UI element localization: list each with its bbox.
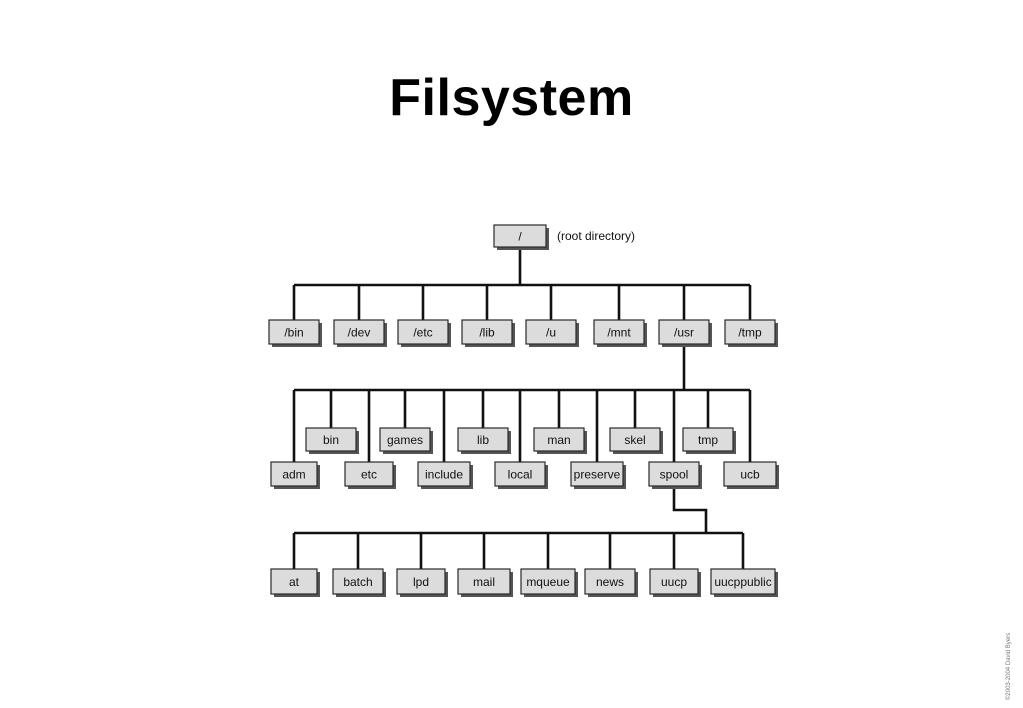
node-label: local [508,468,533,482]
spool-trunk [672,486,708,533]
node-box [457,568,511,595]
node-label: skel [624,433,645,447]
dir-node-local: local [494,461,548,489]
node-label: man [547,433,570,447]
node-box [461,319,513,345]
node-label: lib [477,433,489,447]
node-box [533,427,585,452]
node-label: news [596,575,624,589]
dir-node-mnt: /mnt [593,319,647,347]
node-label: mail [473,575,495,589]
node-label: at [289,575,300,589]
node-label: uucp [661,575,687,589]
node-box [609,427,661,452]
dir-node-preserve: preserve [570,461,626,489]
node-label: spool [660,468,689,482]
dir-node-at: at [270,568,320,597]
dir-node-etc: etc [344,461,396,489]
dir-node-games: games [379,427,433,454]
node-box [270,568,318,595]
node-label: /bin [284,326,303,340]
node-label: tmp [698,433,718,447]
node-box [593,319,645,345]
page-title: Filsystem [389,69,634,127]
node-box [397,319,449,345]
dir-node-tmp: tmp [682,427,736,454]
dir-node-include: include [417,461,473,489]
node-box [268,319,320,345]
node-label: /tmp [738,326,762,340]
node-box [332,568,384,595]
node-box [658,319,710,345]
dir-node-mail: mail [457,568,513,597]
dir-node-news: news [584,568,638,597]
dir-node-bin: /bin [268,319,322,347]
node-label: etc [361,468,377,482]
tree-nodes: / /bin/dev/etc/lib/u/mnt/usr/tmp bin games l… [268,224,779,597]
node-box [417,461,471,487]
node-box [648,461,700,487]
dir-node-usr: /usr [658,319,712,347]
node-box [344,461,394,487]
node-label: uucppublic [714,575,771,589]
node-label: /u [546,326,556,340]
dir-node-root: / [493,224,549,250]
node-label: /mnt [607,326,631,340]
dir-node-dev: /dev [333,319,387,347]
dir-node-lpd: lpd [396,568,448,597]
node-label: /dev [348,326,371,340]
dir-node-spool: spool [648,461,702,489]
dir-node-mqueue: mqueue [520,568,578,597]
node-box [493,224,547,248]
node-box [520,568,576,595]
node-box [305,427,357,452]
node-label: preserve [574,468,621,482]
node-box [649,568,699,595]
dir-node-tmp: /tmp [724,319,778,347]
node-label: ucb [740,468,760,482]
node-box [584,568,636,595]
dir-node-uucppublic: uucppublic [710,568,778,597]
dir-node-man: man [533,427,587,454]
node-box [396,568,446,595]
node-label: /etc [413,326,432,340]
dir-node-u: /u [525,319,579,347]
dir-node-lib: lib [457,427,511,454]
node-label: lpd [413,575,429,589]
dir-node-etc: /etc [397,319,451,347]
node-label: bin [323,433,339,447]
node-label: /usr [674,326,694,340]
dir-node-batch: batch [332,568,386,597]
node-label: /lib [479,326,495,340]
dir-node-lib: /lib [461,319,515,347]
dir-node-uucp: uucp [649,568,701,597]
node-label: batch [343,575,372,589]
node-label: include [425,468,463,482]
dir-node-adm: adm [270,461,320,489]
dir-node-skel: skel [609,427,663,454]
node-label: / [518,230,522,244]
copyright-note: ©2003-2004 David Byers [1006,632,1012,700]
node-box [682,427,734,452]
node-box [724,319,776,345]
node-box [525,319,577,345]
root-directory-note: (root directory) [557,229,635,243]
node-label: mqueue [526,575,570,589]
node-box [270,461,318,487]
node-box [710,568,776,595]
node-box [494,461,546,487]
node-label: adm [282,468,305,482]
node-box [333,319,385,345]
dir-node-bin: bin [305,427,359,454]
node-box [570,461,624,487]
node-label: games [387,433,423,447]
tree-connectors [292,247,752,569]
node-box [457,427,509,452]
dir-node-ucb: ucb [723,461,779,489]
node-box [723,461,777,487]
node-box [379,427,431,452]
